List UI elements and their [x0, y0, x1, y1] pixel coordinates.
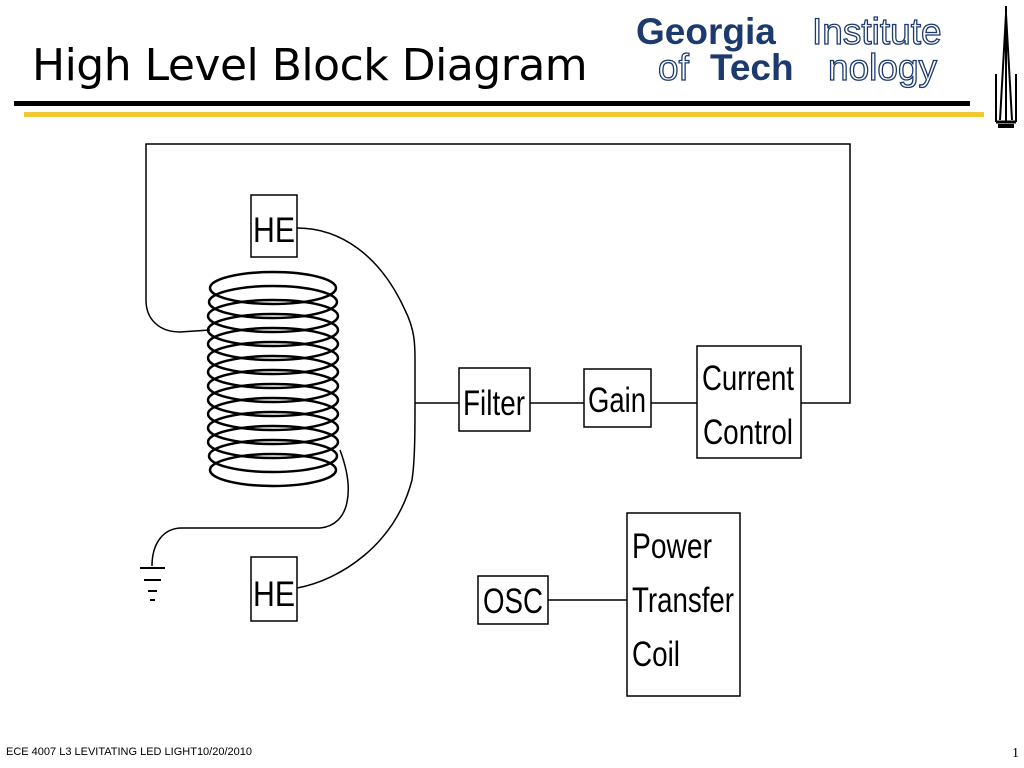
power-transfer-label-line1: Power: [632, 527, 712, 566]
filter-box: [458, 367, 531, 432]
hall-sensor-bottom-box: [250, 556, 298, 622]
filter-label: Filter: [463, 384, 525, 423]
georgia-tech-logo: Georgia Institute of Tech nology: [636, 11, 996, 92]
gain-label: Gain: [588, 381, 646, 420]
logo-georgia: Georgia: [636, 11, 776, 52]
power-transfer-coil-box: [626, 512, 741, 697]
gain-box: [583, 368, 652, 428]
logo-tech: Tech: [710, 47, 794, 88]
current-control-box: [696, 345, 802, 459]
logo-nology: nology: [827, 47, 938, 88]
title-rule-gold: [24, 112, 984, 117]
logo-institute: Institute: [811, 11, 942, 52]
osc-label: OSC: [483, 582, 543, 621]
osc-box: [477, 575, 549, 625]
power-transfer-label-line2: Transfer: [632, 581, 734, 620]
hall-sensor-top-label: HE: [253, 211, 295, 250]
he-top-wire: [296, 227, 416, 403]
he-bottom-wire: [296, 402, 416, 589]
page-number: 1: [1012, 746, 1019, 761]
feedback-wire: [145, 143, 851, 404]
hall-sensor-top-box: [250, 194, 298, 258]
title-rule-black: [14, 101, 970, 106]
tech-tower-icon: [995, 6, 1017, 128]
current-control-label-line2: Control: [703, 413, 793, 452]
current-control-label-line1: Current: [702, 359, 794, 398]
coil-ground-wire: [151, 449, 349, 567]
slide-title: High Level Block Diagram: [32, 40, 588, 91]
slide-footer: ECE 4007 L3 LEVITATING LED LIGHT10/20/20…: [6, 746, 252, 758]
power-transfer-label-line3: Coil: [632, 635, 680, 674]
logo-of: of: [657, 47, 689, 88]
ground-icon: [140, 567, 165, 601]
hall-sensor-bottom-label: HE: [253, 575, 295, 614]
electromagnet-coil-icon: [206, 270, 340, 488]
